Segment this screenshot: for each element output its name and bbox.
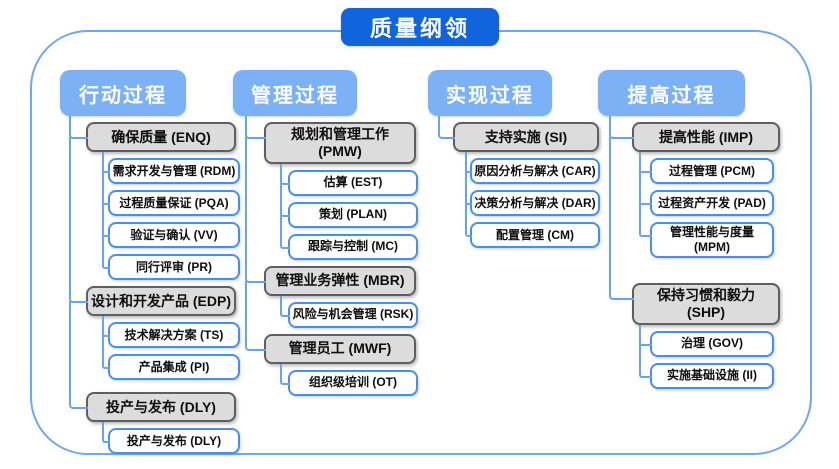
- group-node-pmw: 规划和管理工作 (PMW): [264, 122, 416, 164]
- group-edp: 设计和开发产品 (EDP) 技术解决方案 (TS) 产品集成 (PI): [69, 280, 240, 380]
- group-list: 确保质量 (ENQ) 需求开发与管理 (RDM) 过程质量保证 (PQA) 验证…: [69, 116, 240, 454]
- leaf-pcm: 过程管理 (PCM): [639, 152, 780, 184]
- leaf-node-gov: 治理 (GOV): [650, 330, 774, 357]
- leaf-rdm: 需求开发与管理 (RDM): [102, 152, 240, 184]
- leaf-list: 治理 (GOV) 实施基础设施 (II): [639, 324, 780, 389]
- leaf-node-pcm: 过程管理 (PCM): [650, 158, 774, 184]
- leaf-node-ot: 组织级培训 (OT): [288, 369, 418, 396]
- leaf-node-pad: 过程资产开发 (PAD): [650, 190, 774, 216]
- group-node-mbr: 管理业务弹性 (MBR): [264, 265, 416, 296]
- leaf-gov: 治理 (GOV): [639, 324, 780, 357]
- leaf-list: 风险与机会管理 (RSK): [280, 295, 418, 328]
- leaf-node-dar: 决策分析与解决 (DAR): [470, 190, 600, 216]
- column-realization-process: 实现过程 支持实施 (SI) 原因分析与解决 (CAR) 决策分析与解决 (DA…: [428, 70, 600, 248]
- group-node-enq: 确保质量 (ENQ): [86, 122, 236, 152]
- leaf-list: 技术解决方案 (TS) 产品集成 (PI): [102, 316, 240, 380]
- leaf-node-ii: 实施基础设施 (II): [650, 362, 774, 389]
- leaf-cm: 配置管理 (CM): [465, 216, 600, 248]
- leaf-vv: 验证与确认 (VV): [102, 216, 240, 248]
- group-node-mwf: 管理员工 (MWF): [264, 333, 416, 364]
- group-mwf: 管理员工 (MWF) 组织级培训 (OT): [245, 327, 418, 396]
- leaf-ot: 组织级培训 (OT): [280, 363, 418, 396]
- leaf-node-est: 估算 (EST): [288, 169, 418, 196]
- leaf-node-ts: 技术解决方案 (TS): [108, 322, 240, 348]
- group-shp: 保持习惯和毅力 (SHP) 治理 (GOV) 实施基础设施 (II): [609, 258, 780, 389]
- leaf-node-vv: 验证与确认 (VV): [108, 222, 240, 248]
- leaf-node-mpm: 管理性能与度量 (MPM): [650, 222, 774, 258]
- column-header-realization: 实现过程: [428, 70, 552, 116]
- leaf-car: 原因分析与解决 (CAR): [465, 152, 600, 184]
- leaf-plan: 策划 (PLAN): [280, 195, 418, 228]
- leaf-mpm: 管理性能与度量 (MPM): [639, 216, 780, 258]
- leaf-rsk: 风险与机会管理 (RSK): [280, 295, 418, 328]
- leaf-ts: 技术解决方案 (TS): [102, 316, 240, 348]
- leaf-est: 估算 (EST): [280, 163, 418, 196]
- column-action-process: 行动过程 确保质量 (ENQ) 需求开发与管理 (RDM) 过程质量保证 (PQ…: [60, 70, 240, 454]
- leaf-node-rdm: 需求开发与管理 (RDM): [108, 158, 240, 184]
- leaf-node-plan: 策划 (PLAN): [288, 201, 418, 228]
- leaf-list: 需求开发与管理 (RDM) 过程质量保证 (PQA) 验证与确认 (VV) 同行…: [102, 152, 240, 280]
- leaf-list: 过程管理 (PCM) 过程资产开发 (PAD) 管理性能与度量 (MPM): [639, 152, 780, 258]
- column-improvement-process: 提高过程 提高性能 (IMP) 过程管理 (PCM) 过程资产开发 (PAD) …: [598, 70, 780, 389]
- group-node-imp: 提高性能 (IMP): [632, 122, 780, 152]
- leaf-pad: 过程资产开发 (PAD): [639, 184, 780, 216]
- group-si: 支持实施 (SI) 原因分析与解决 (CAR) 决策分析与解决 (DAR) 配置…: [438, 116, 600, 248]
- leaf-list: 原因分析与解决 (CAR) 决策分析与解决 (DAR) 配置管理 (CM): [465, 152, 600, 248]
- column-header-improvement: 提高过程: [598, 70, 745, 116]
- leaf-node-pi: 产品集成 (PI): [108, 354, 240, 380]
- leaf-node-pqa: 过程质量保证 (PQA): [108, 190, 240, 216]
- group-list: 规划和管理工作 (PMW) 估算 (EST) 策划 (PLAN) 跟踪与控制 (…: [245, 116, 418, 396]
- leaf-list: 投产与发布 (DLY): [102, 422, 240, 454]
- column-management-process: 管理过程 规划和管理工作 (PMW) 估算 (EST) 策划 (PLAN) 跟踪…: [233, 70, 418, 396]
- group-node-dly: 投产与发布 (DLY): [86, 392, 236, 422]
- leaf-list: 组织级培训 (OT): [280, 363, 418, 396]
- leaf-node-dly: 投产与发布 (DLY): [108, 428, 240, 454]
- leaf-node-cm: 配置管理 (CM): [470, 222, 600, 248]
- leaf-node-car: 原因分析与解决 (CAR): [470, 158, 600, 184]
- leaf-pqa: 过程质量保证 (PQA): [102, 184, 240, 216]
- leaf-pr: 同行评审 (PR): [102, 248, 240, 280]
- column-header-management: 管理过程: [233, 70, 357, 116]
- group-list: 支持实施 (SI) 原因分析与解决 (CAR) 决策分析与解决 (DAR) 配置…: [438, 116, 600, 248]
- leaf-ii: 实施基础设施 (II): [639, 356, 780, 389]
- leaf-pi: 产品集成 (PI): [102, 348, 240, 380]
- group-node-shp: 保持习惯和毅力 (SHP): [632, 283, 780, 325]
- diagram-root-title: 质量纲领: [341, 8, 499, 46]
- group-list: 提高性能 (IMP) 过程管理 (PCM) 过程资产开发 (PAD) 管理性能与…: [609, 116, 780, 389]
- leaf-dar: 决策分析与解决 (DAR): [465, 184, 600, 216]
- group-pmw: 规划和管理工作 (PMW) 估算 (EST) 策划 (PLAN) 跟踪与控制 (…: [245, 116, 418, 260]
- column-header-action: 行动过程: [60, 70, 186, 116]
- leaf-node-rsk: 风险与机会管理 (RSK): [288, 301, 418, 328]
- leaf-list: 估算 (EST) 策划 (PLAN) 跟踪与控制 (MC): [280, 163, 418, 260]
- leaf-node-mc: 跟踪与控制 (MC): [288, 233, 418, 260]
- leaf-node-pr: 同行评审 (PR): [108, 254, 240, 280]
- group-node-edp: 设计和开发产品 (EDP): [86, 286, 236, 316]
- group-dly: 投产与发布 (DLY) 投产与发布 (DLY): [69, 380, 240, 454]
- group-mbr: 管理业务弹性 (MBR) 风险与机会管理 (RSK): [245, 259, 418, 328]
- leaf-dly: 投产与发布 (DLY): [102, 422, 240, 454]
- group-enq: 确保质量 (ENQ) 需求开发与管理 (RDM) 过程质量保证 (PQA) 验证…: [69, 116, 240, 280]
- group-imp: 提高性能 (IMP) 过程管理 (PCM) 过程资产开发 (PAD) 管理性能与…: [609, 116, 780, 258]
- group-node-si: 支持实施 (SI): [453, 122, 599, 152]
- leaf-mc: 跟踪与控制 (MC): [280, 227, 418, 260]
